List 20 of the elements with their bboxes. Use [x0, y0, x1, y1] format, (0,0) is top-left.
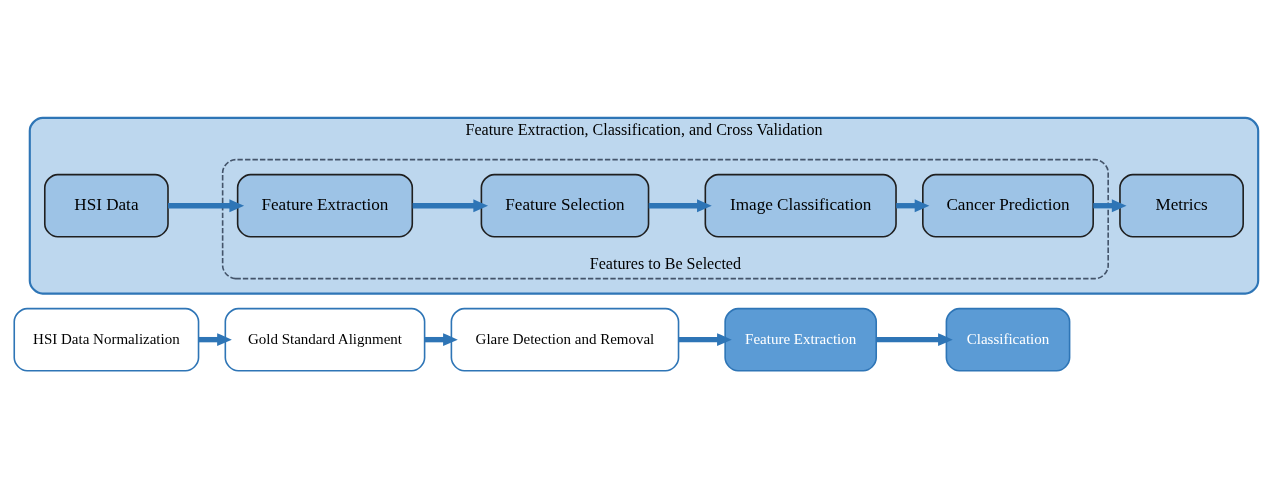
node-box: Metrics [1119, 173, 1244, 238]
node-box: HSI Data Normalization [13, 307, 200, 371]
arrow [168, 198, 245, 212]
arrow [896, 198, 930, 212]
node-box: Feature Extraction [236, 173, 414, 238]
arrow [424, 332, 458, 346]
arrow [678, 332, 732, 346]
arrow [876, 332, 953, 346]
node-box: Feature Selection [480, 173, 650, 238]
node-box: Cancer Prediction [922, 173, 1094, 238]
arrow [412, 198, 489, 212]
node-box: Glare Detection and Removal [450, 307, 680, 371]
node-box: HSI Data [44, 173, 169, 238]
arrow [1093, 198, 1127, 212]
node-box: Feature Extraction [724, 307, 877, 371]
node-box: Gold Standard Alignment [224, 307, 426, 371]
arrow [198, 332, 232, 346]
node-box: Image Classification [704, 173, 897, 238]
node-box: Classification [945, 307, 1071, 371]
arrow [648, 198, 712, 212]
